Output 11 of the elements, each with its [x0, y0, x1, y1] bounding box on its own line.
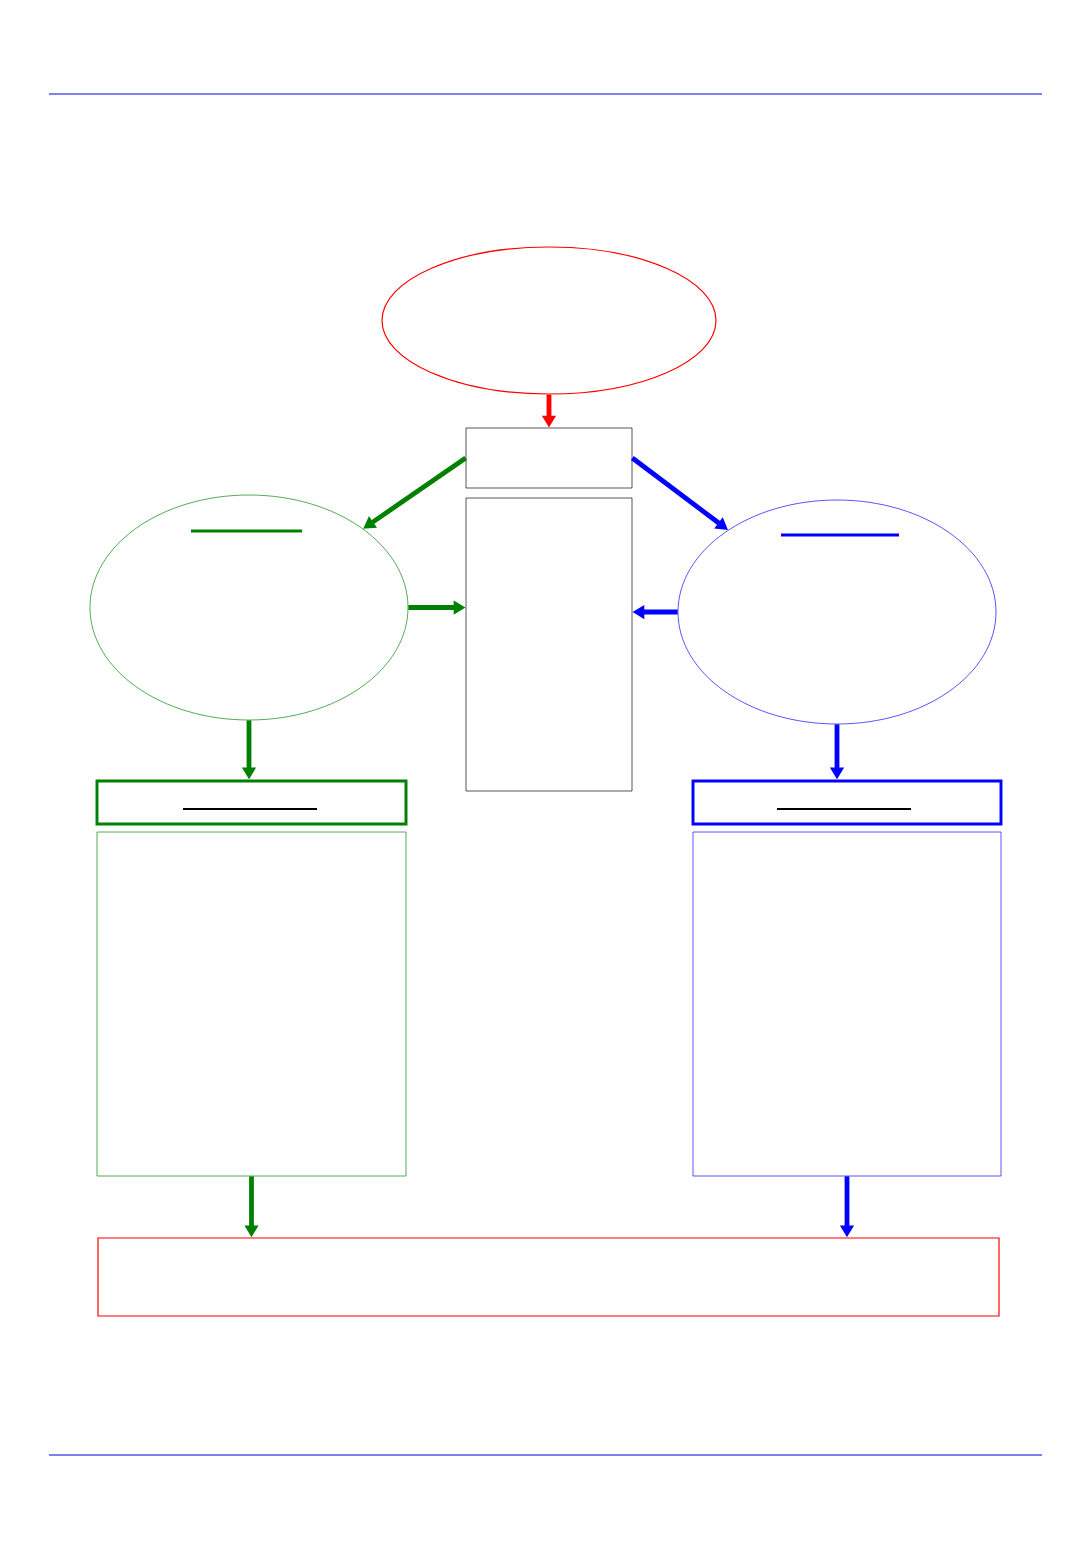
process-box — [465, 497, 633, 792]
summary-box — [97, 1237, 1000, 1317]
content-box — [96, 831, 407, 1177]
oval — [677, 499, 997, 725]
header-box — [691, 779, 1003, 826]
oval — [89, 494, 409, 721]
process-box — [465, 427, 633, 489]
content-box — [692, 831, 1002, 1177]
header-box — [95, 779, 408, 826]
arrow — [630, 456, 728, 530]
oval — [381, 246, 717, 395]
